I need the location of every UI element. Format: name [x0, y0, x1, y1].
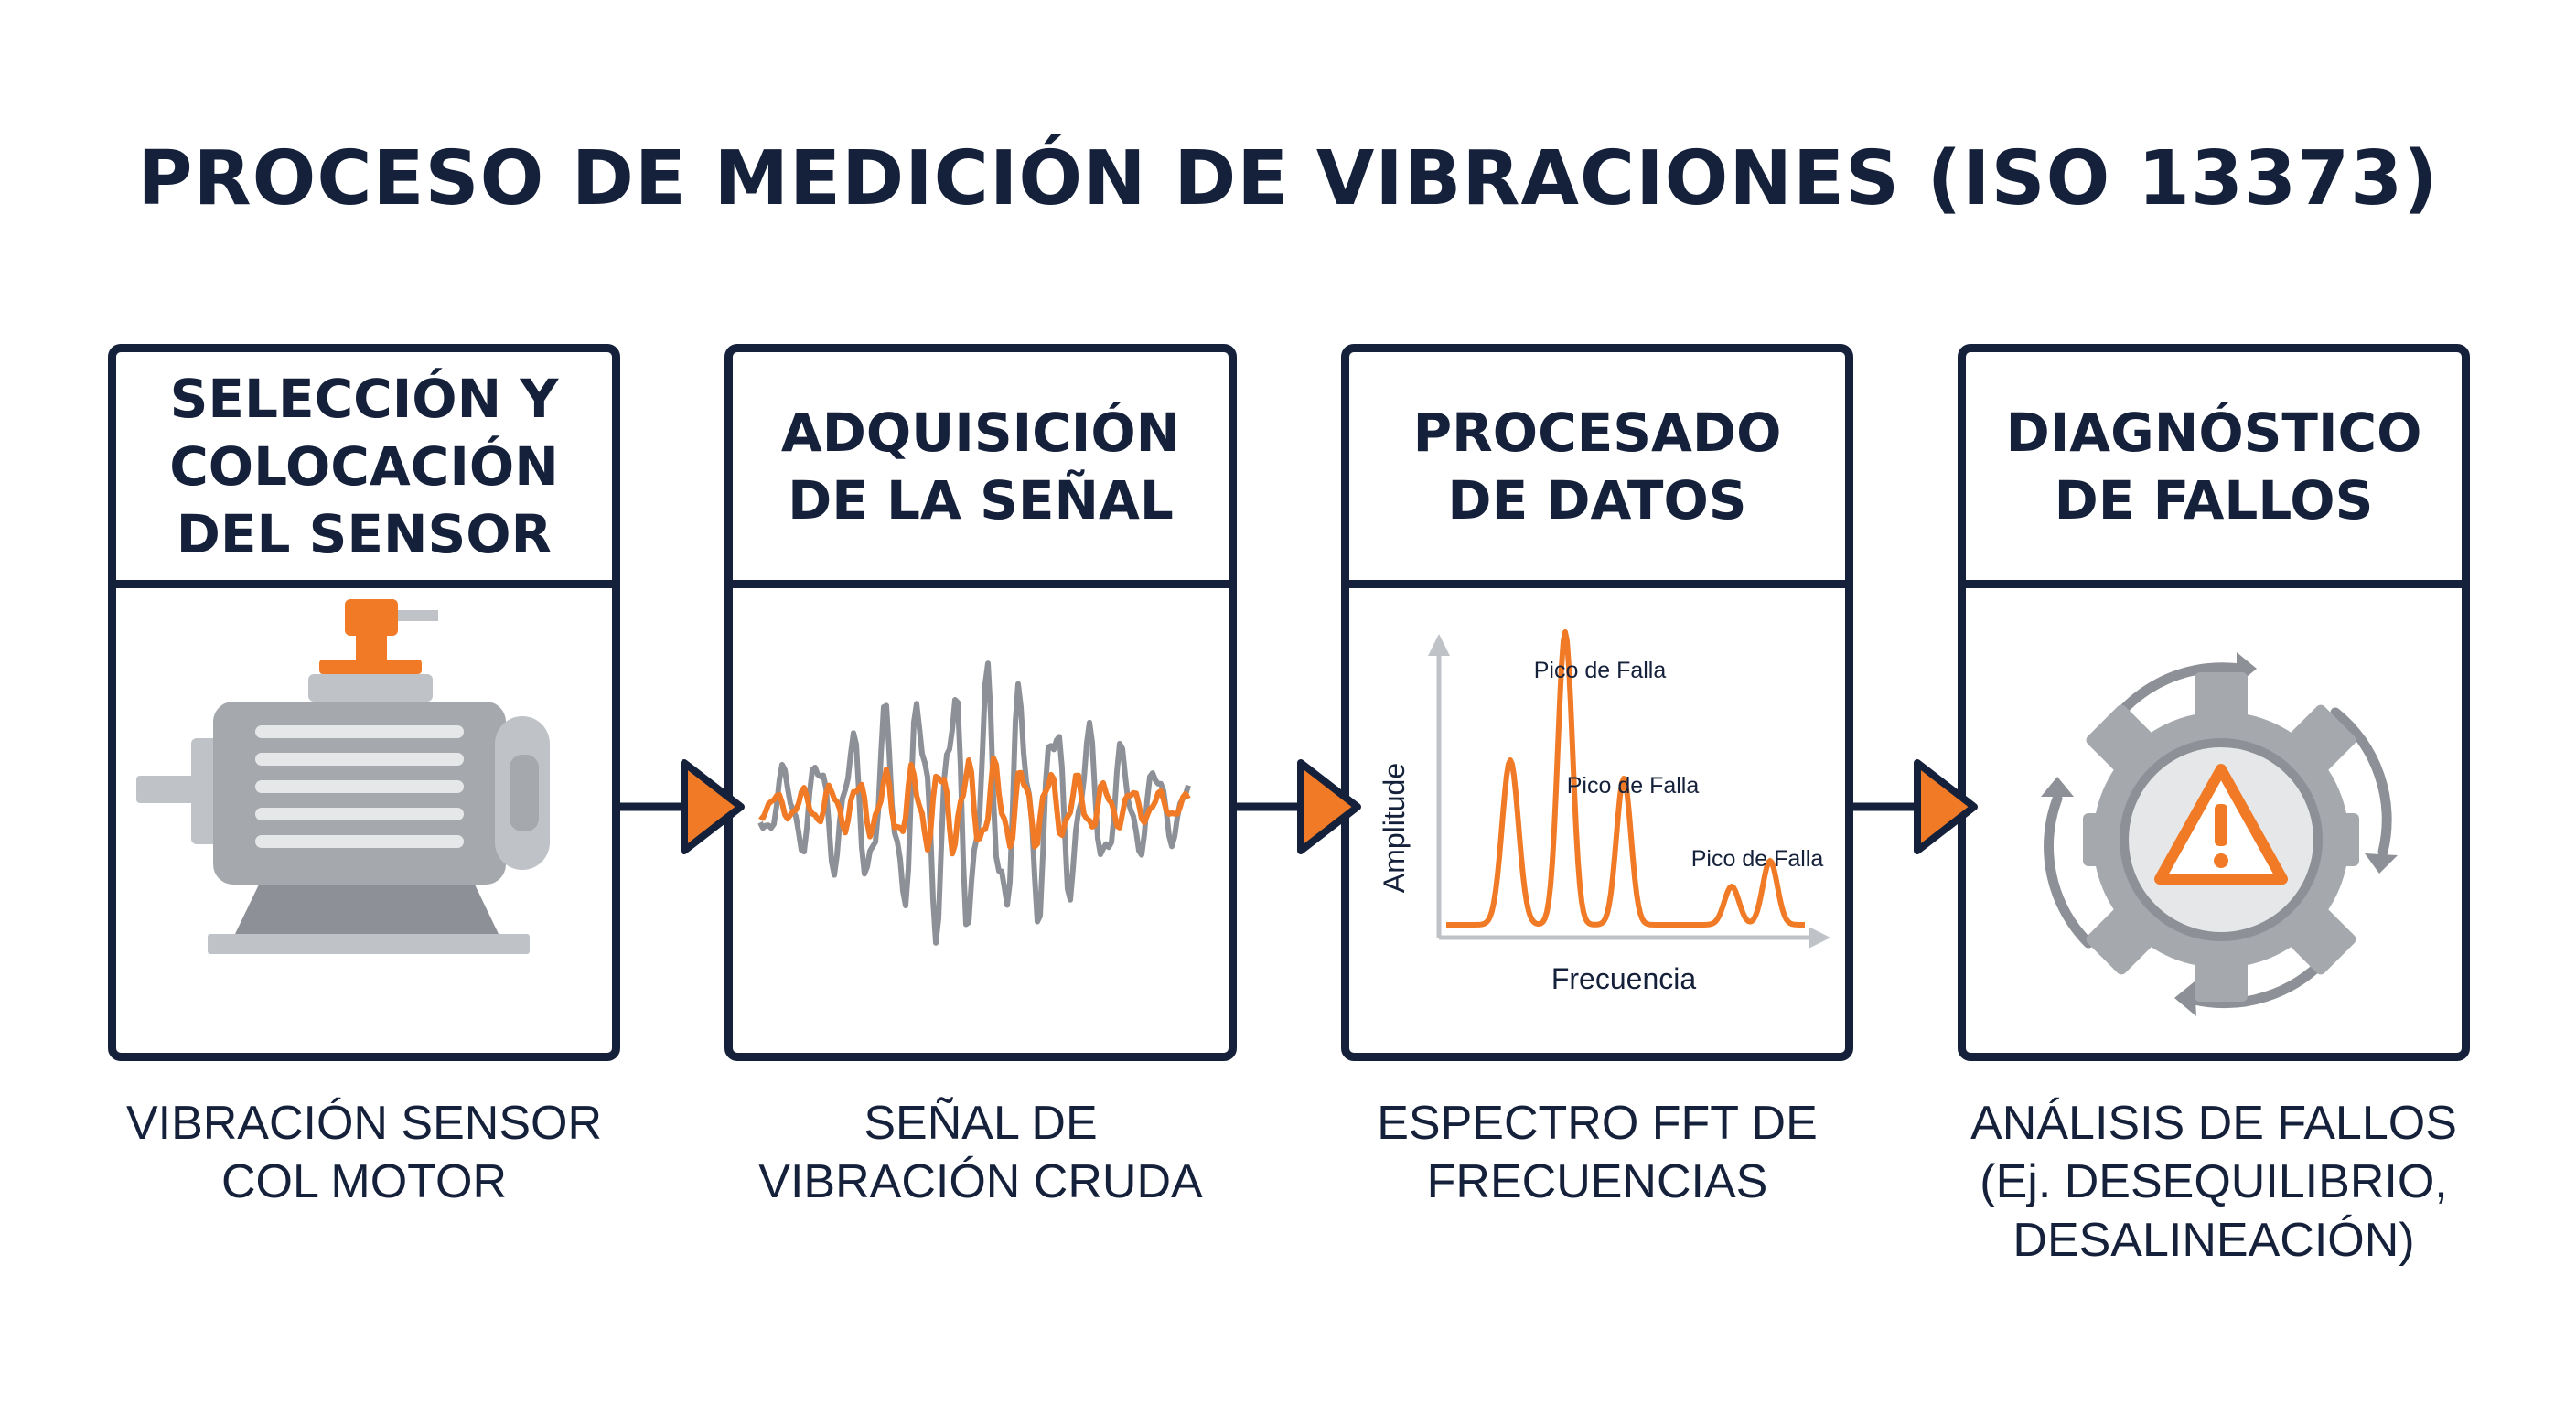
step-caption: ANÁLISIS DE FALLOS (Ej. DESEQUILIBRIO, D… — [1970, 1097, 2457, 1267]
step-header: PROCESADO DE DATOS — [1349, 352, 1845, 588]
step-illustration — [116, 588, 612, 1053]
peak-label: Pico de Falla — [1567, 773, 1700, 799]
step-header: SELECCIÓN Y COLOCACIÓN DEL SENSOR — [116, 352, 612, 588]
step-illustration: Amplitude Frecuencia Pico de Falla Pico … — [1349, 588, 1845, 1053]
flow-arrow-icon — [620, 759, 745, 854]
x-axis-label: Frecuencia — [1551, 962, 1697, 995]
step-card-processing: PROCESADO DE DATOS Amplitude Frecuencia … — [1341, 344, 1853, 1061]
peak-label: Pico de Falla — [1534, 658, 1667, 683]
step-header: DIAGNÓSTICO DE FALLOS — [1966, 352, 2462, 588]
step-card-acquisition: ADQUISICIÓN DE LA SEÑAL — [724, 344, 1237, 1061]
flow-arrow-icon — [1853, 759, 1978, 854]
peak-label: Pico de Falla — [1691, 846, 1824, 872]
step-illustration — [1966, 588, 2462, 1053]
step-header: ADQUISICIÓN DE LA SEÑAL — [733, 352, 1229, 588]
flow-arrow-icon — [1237, 759, 1361, 854]
step-title: DIAGNÓSTICO DE FALLOS — [2005, 401, 2422, 531]
step-caption: ESPECTRO FFT DE FRECUENCIAS — [1377, 1097, 1818, 1208]
warning-icon — [2154, 764, 2288, 885]
spectrum-line — [1445, 629, 1806, 928]
step-card-sensor: SELECCIÓN Y COLOCACIÓN DEL SENSOR — [108, 344, 620, 1061]
step-card-diagnosis: DIAGNÓSTICO DE FALLOS — [1958, 344, 2470, 1061]
gear-warning-icon — [2041, 652, 2398, 1016]
fft-spectrum-icon: Amplitude Frecuencia Pico de Falla Pico … — [1378, 629, 1830, 995]
page-title: PROCESO DE MEDICIÓN DE VIBRACIONES (ISO … — [137, 135, 2439, 222]
motor-with-sensor-icon — [136, 599, 550, 954]
y-axis-arrow-icon — [1428, 634, 1450, 656]
step-title: ADQUISICIÓN DE LA SEÑAL — [780, 401, 1181, 531]
y-axis-label: Amplitude — [1378, 763, 1411, 893]
step-title: PROCESADO DE DATOS — [1412, 401, 1782, 531]
raw-waveform-icon — [757, 660, 1191, 946]
cycle-arrows-icon — [2044, 662, 2392, 1009]
step-title: SELECCIÓN Y COLOCACIÓN DEL SENSOR — [169, 367, 559, 565]
step-caption: VIBRACIÓN SENSOR COL MOTOR — [125, 1097, 603, 1208]
step-illustration — [733, 588, 1229, 1053]
step-caption: SEÑAL DE VIBRACIÓN CRUDA — [758, 1097, 1203, 1208]
x-axis-arrow-icon — [1809, 927, 1830, 949]
